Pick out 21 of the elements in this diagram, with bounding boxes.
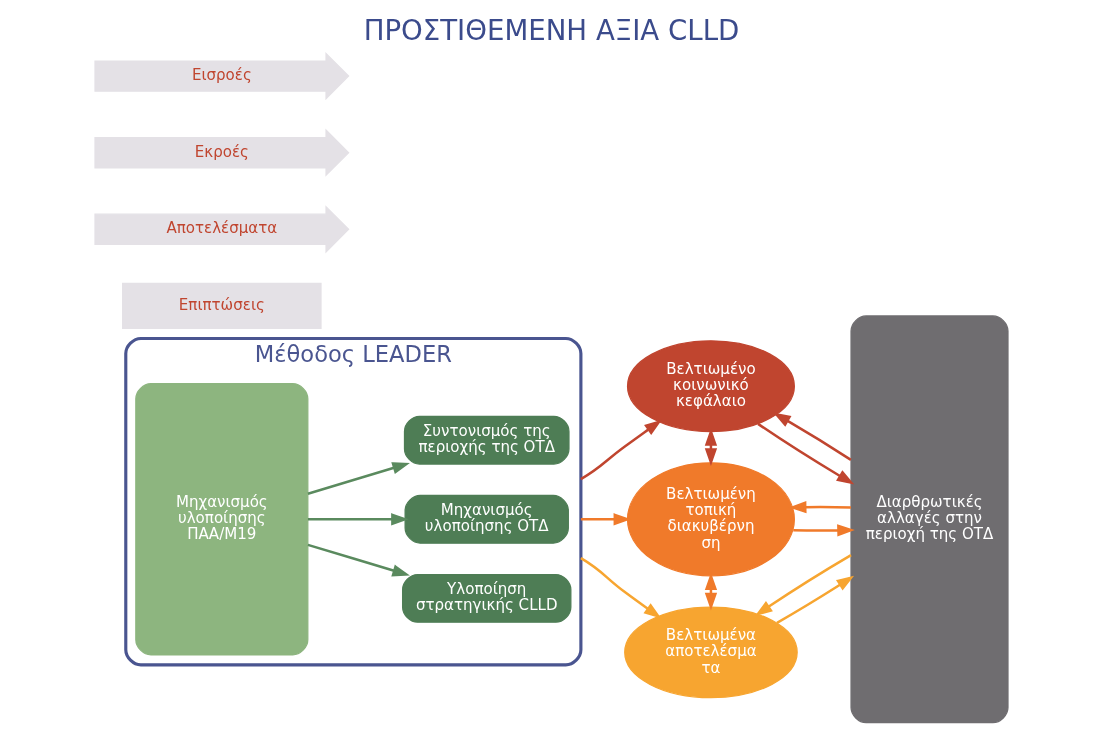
node-box: Μηχανισμός υλοποίησης ΟΤΔ bbox=[404, 494, 569, 544]
arrow bbox=[579, 557, 661, 619]
node-box: Επιπτώσεις bbox=[121, 282, 322, 330]
node-box: Υλοποίηση στρατηγικής CLLD bbox=[401, 573, 571, 623]
arrow bbox=[307, 513, 409, 526]
arrow bbox=[792, 524, 855, 537]
node-box: Μηχανισμός υλοποίησης ΠΑΑ/Μ19 bbox=[134, 383, 308, 656]
arrow bbox=[307, 543, 410, 577]
arrow bbox=[579, 419, 662, 481]
diagram-title: ΠΡΟΣΤΙΘΕΜΕΝΗ ΑΞΙΑ CLLD bbox=[363, 14, 739, 48]
arrow bbox=[754, 554, 852, 617]
arrow bbox=[772, 412, 852, 461]
node-box: Συντονισμός της περιοχής της ΟΤΔ bbox=[403, 415, 570, 465]
node-ellipse: Βελτιωμένη τοπική διακυβέρνη ση bbox=[626, 462, 795, 577]
arrow bbox=[756, 422, 854, 485]
node-ellipse: Βελτιωμένα αποτελέσμα τα bbox=[623, 606, 798, 699]
node-ellipse: Βελτιωμένο κοινωνικό κεφάλαιο bbox=[626, 340, 795, 433]
arrow bbox=[307, 462, 410, 495]
node-box: Διαρθρωτικές αλλαγές στην περιοχή της ΟΤΔ bbox=[849, 315, 1009, 724]
arrow bbox=[775, 575, 854, 624]
arrow bbox=[704, 572, 717, 611]
